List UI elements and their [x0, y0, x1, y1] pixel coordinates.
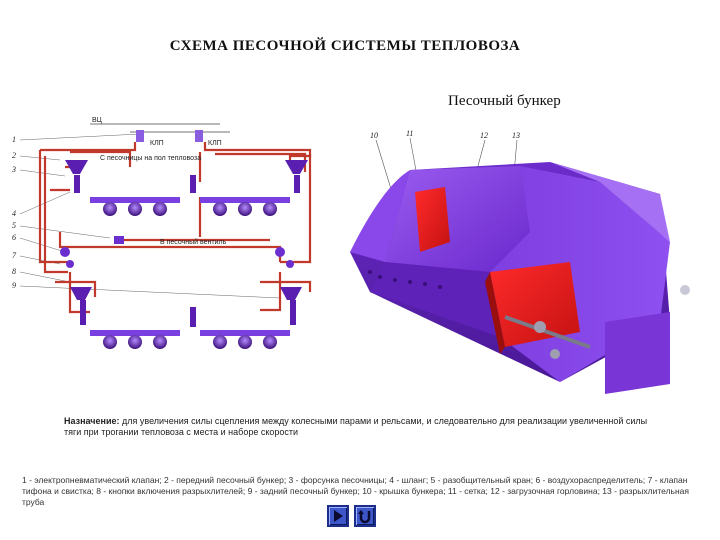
bunker-front-plate — [605, 312, 670, 394]
side-bolt-icon — [680, 285, 690, 295]
purpose-body: для увеличения силы сцепления между коле… — [64, 416, 647, 437]
sand-floor-label: С песочницы на пол тепловоза — [100, 155, 201, 162]
schematic-num-1: 1 — [12, 135, 16, 144]
sand-bunkers — [65, 160, 308, 300]
sand-system-schematic: 1 2 3 4 5 6 7 8 9 ВЦ КЛП КЛП — [10, 112, 350, 372]
schematic-num-7: 7 — [12, 251, 17, 260]
return-arrow-icon — [356, 507, 374, 525]
purpose-text: Назначение: для увеличения силы сцеплени… — [64, 416, 654, 438]
front-compartment — [415, 187, 450, 252]
return-button[interactable] — [354, 505, 376, 527]
callout-13: 13 — [512, 131, 520, 140]
bunker-subtitle: Песочный бункер — [448, 93, 561, 110]
top-label: ВЦ — [92, 117, 103, 124]
schematic-num-8: 8 — [12, 267, 16, 276]
valve-label-2: КЛП — [208, 140, 222, 147]
rear-bunker-left-icon — [70, 287, 92, 300]
top-air-line: ВЦ КЛП КЛП — [90, 117, 230, 147]
valve-label-1: КЛП — [150, 140, 164, 147]
center-valve-label: В песочный вентиль — [160, 238, 227, 246]
bogie-front-right — [200, 197, 290, 216]
purpose-label: Назначение: — [64, 416, 120, 426]
rear-bunker-right-icon — [280, 287, 302, 300]
schematic-num-9: 9 — [12, 281, 16, 290]
play-triangle-icon — [329, 507, 347, 525]
forward-button[interactable] — [327, 505, 349, 527]
rear-compartment — [490, 262, 580, 347]
bogie-front-left — [90, 197, 180, 216]
schematic-num-3: 3 — [11, 165, 16, 174]
callout-12: 12 — [480, 131, 488, 140]
sand-bunker-illustration: 10 11 12 13 — [340, 122, 710, 402]
schematic-num-6: 6 — [12, 233, 16, 242]
page-title: СХЕМА ПЕСОЧНОЙ СИСТЕМЫ ТЕПЛОВОЗА — [0, 38, 690, 55]
bogie-rear-left — [90, 330, 180, 349]
callout-10: 10 — [370, 131, 378, 140]
callout-11: 11 — [406, 129, 413, 138]
schematic-num-5: 5 — [12, 221, 16, 230]
bogie-rear-right — [200, 330, 290, 349]
legend-text: 1 - электропневматический клапан; 2 - пе… — [22, 475, 698, 508]
schematic-num-2: 2 — [12, 151, 16, 160]
schematic-num-4: 4 — [12, 209, 16, 218]
